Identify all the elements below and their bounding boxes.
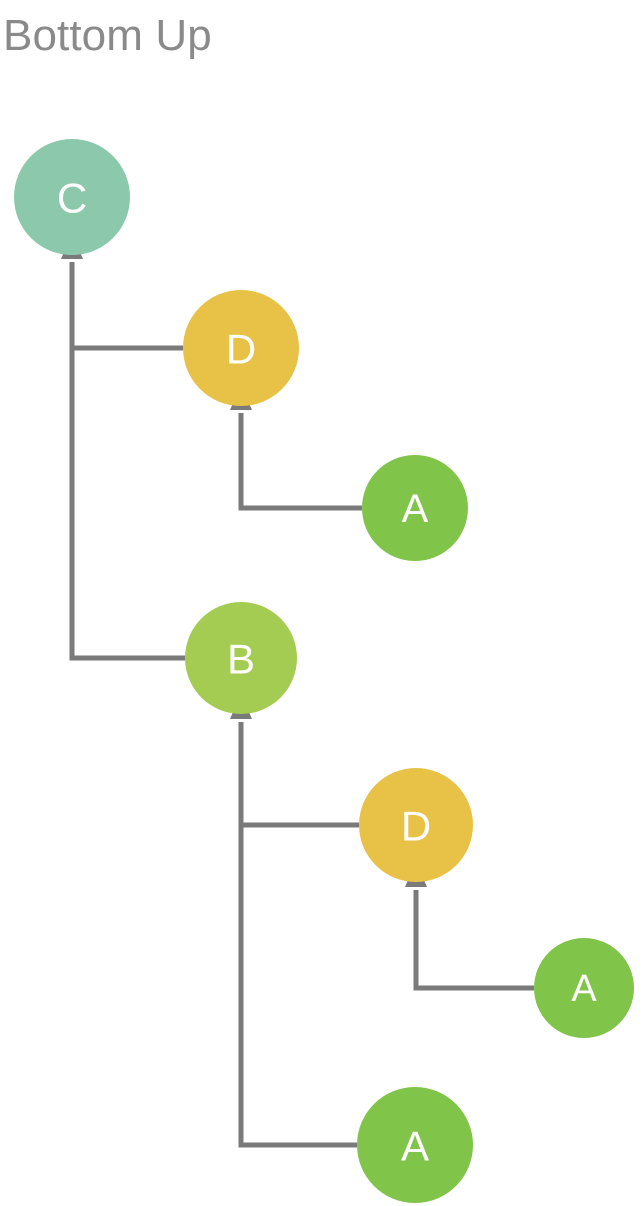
graph-node[interactable]: D	[183, 290, 299, 406]
edge	[413, 890, 534, 991]
page-title: Bottom Up	[3, 11, 212, 60]
graph-node[interactable]: A	[357, 1087, 473, 1203]
graph-node[interactable]: A	[534, 938, 634, 1038]
node-circle[interactable]	[362, 455, 468, 561]
node-label: A	[571, 968, 597, 1010]
graph-node[interactable]: B	[185, 602, 297, 714]
edges-layer	[69, 262, 534, 1148]
edge	[238, 722, 359, 828]
node-label: C	[57, 175, 87, 222]
edge	[69, 262, 183, 351]
nodes-layer: C D A B D A A	[14, 139, 634, 1203]
edge	[238, 722, 357, 1148]
edge	[238, 413, 362, 511]
node-label: D	[226, 326, 256, 373]
edge	[69, 262, 185, 661]
node-circle[interactable]	[14, 139, 130, 255]
node-label: A	[402, 487, 429, 531]
node-circle[interactable]	[357, 1087, 473, 1203]
node-circle[interactable]	[183, 290, 299, 406]
node-circle[interactable]	[534, 938, 634, 1038]
graph-node[interactable]: C	[14, 139, 130, 255]
graph-node[interactable]: A	[362, 455, 468, 561]
node-circle[interactable]	[185, 602, 297, 714]
node-label: A	[401, 1123, 429, 1170]
node-label: D	[401, 803, 431, 850]
graph-node[interactable]: D	[359, 768, 473, 882]
node-circle[interactable]	[359, 768, 473, 882]
node-label: B	[227, 636, 255, 683]
